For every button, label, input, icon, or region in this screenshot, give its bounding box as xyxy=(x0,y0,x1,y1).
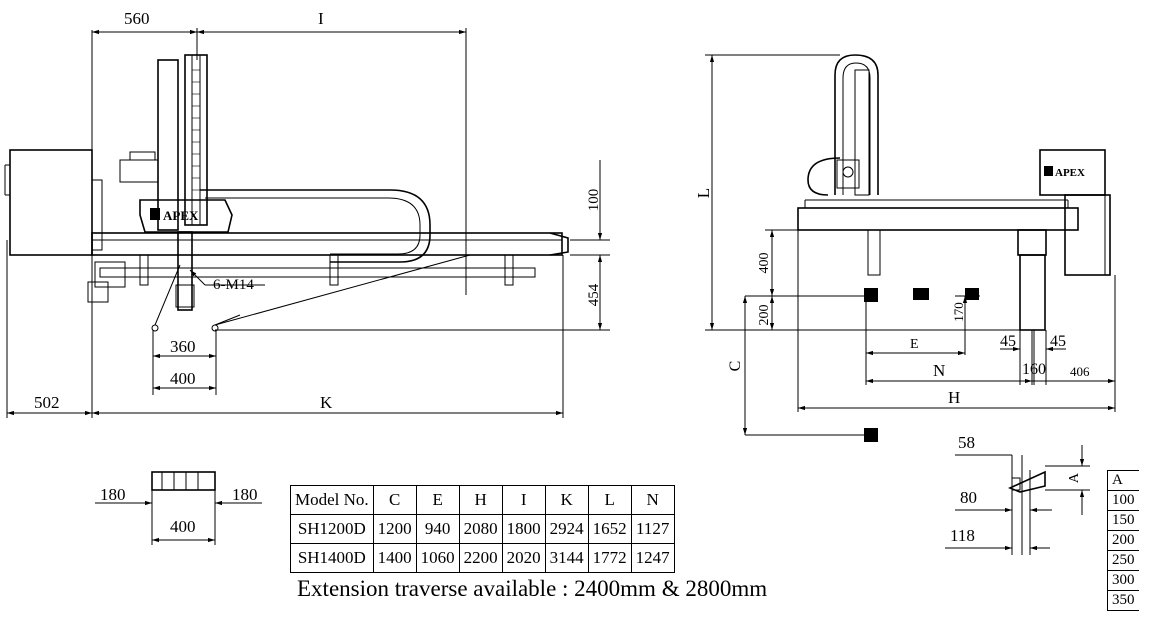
base-dim-180b-label: 180 xyxy=(232,485,258,504)
side-dim-200-label: 200 xyxy=(757,305,772,326)
side-arm xyxy=(1019,254,1046,331)
table-cell: 1060 xyxy=(415,543,460,573)
side-dim-45a-label: 45 xyxy=(1000,333,1016,350)
detail-part xyxy=(1007,470,1046,493)
base-plate xyxy=(151,471,216,491)
bolt-callout: 6-M14 xyxy=(213,277,254,293)
dim-502-label: 502 xyxy=(34,393,60,412)
detail-dim-a-label: A xyxy=(1067,472,1082,483)
header-i: I xyxy=(501,485,546,515)
header-k: K xyxy=(544,485,589,515)
table-cell: 1652 xyxy=(587,514,632,544)
side-dim-n-label: N xyxy=(933,361,945,380)
table-cell: 2020 xyxy=(501,543,546,573)
dim-454-label: 454 xyxy=(586,283,602,306)
side-dim-e-label: E xyxy=(910,337,919,352)
header-model: Model No. xyxy=(290,485,374,515)
a-values-table: A 100 150 200 250 300 350 xyxy=(1107,470,1139,611)
dim-i-label: I xyxy=(318,9,324,28)
gripper-right-icon xyxy=(965,288,979,300)
table-cell: 1247 xyxy=(630,543,675,573)
table-cell: 2924 xyxy=(544,514,589,544)
side-dim-l-label: L xyxy=(694,188,713,198)
brand-label-front: APEX xyxy=(163,208,199,223)
table-cell: 1772 xyxy=(587,543,632,573)
side-view: APEX 400 200 170 C xyxy=(705,54,1116,442)
apex-logo-icon xyxy=(150,208,160,220)
table-cell: 1127 xyxy=(630,514,675,544)
carriage xyxy=(139,199,233,233)
table-cell: 1400 xyxy=(372,543,417,573)
brand-label-side: APEX xyxy=(1055,167,1085,179)
gripper-low-icon xyxy=(864,428,878,442)
dim-560-label: 560 xyxy=(124,9,150,28)
side-column xyxy=(834,54,879,195)
spec-table: Model No. C E H I K L N SH1200D 1200 940… xyxy=(290,485,675,573)
dim-360-label: 360 xyxy=(170,337,196,356)
a-value: 250 xyxy=(1107,550,1139,571)
a-value: 350 xyxy=(1107,590,1139,611)
side-beam xyxy=(797,207,1079,231)
gripper-mid-icon xyxy=(913,288,929,300)
front-view: APEX 100 454 6- xyxy=(4,28,610,418)
header-e: E xyxy=(415,485,460,515)
a-value: 100 xyxy=(1107,490,1139,511)
cable-carrier xyxy=(200,189,431,263)
table-cell: 2080 xyxy=(458,514,503,544)
detail-dim-58-label: 58 xyxy=(958,433,975,452)
gripper-main-icon xyxy=(864,288,878,302)
table-cell: 1800 xyxy=(501,514,546,544)
base-dim-400-label: 400 xyxy=(170,517,196,536)
side-dim-h-label: H xyxy=(948,388,960,407)
a-value: 150 xyxy=(1107,510,1139,531)
side-dim-406-label: 406 xyxy=(1070,364,1090,379)
apex-logo-side-icon xyxy=(1044,166,1053,176)
table-cell: SH1400D xyxy=(290,543,374,573)
detail-dim-80-label: 80 xyxy=(960,488,977,507)
spec-header-row: Model No. C E H I K L N xyxy=(290,485,675,515)
dim-k-label: K xyxy=(320,393,333,412)
main-beam xyxy=(91,232,563,256)
header-h: H xyxy=(458,485,503,515)
dim-400-label: 400 xyxy=(170,369,196,388)
table-cell: SH1200D xyxy=(290,514,374,544)
side-dim-170-label: 170 xyxy=(951,302,966,322)
side-dim-c-label: C xyxy=(727,361,744,372)
a-value: 200 xyxy=(1107,530,1139,551)
a-value: 300 xyxy=(1107,570,1139,591)
table-row: SH1200D 1200 940 2080 1800 2924 1652 112… xyxy=(290,514,675,544)
header-l: L xyxy=(587,485,632,515)
header-c: C xyxy=(372,485,417,515)
detail-view xyxy=(945,445,1090,555)
table-cell: 940 xyxy=(415,514,460,544)
motor-box xyxy=(9,149,93,256)
side-dim-160-label: 160 xyxy=(1022,361,1046,378)
table-cell: 3144 xyxy=(544,543,589,573)
detail-dim-118-label: 118 xyxy=(950,526,975,545)
a-header: A xyxy=(1107,470,1139,491)
base-dim-180a-label: 180 xyxy=(100,485,126,504)
side-dim-400-label: 400 xyxy=(757,253,772,274)
extension-note: Extension traverse available : 2400mm & … xyxy=(297,576,768,601)
table-cell: 2200 xyxy=(458,543,503,573)
side-dim-45b-label: 45 xyxy=(1050,333,1066,350)
table-cell: 1200 xyxy=(372,514,417,544)
vertical-column xyxy=(157,59,179,231)
header-n: N xyxy=(630,485,675,515)
dim-100-label: 100 xyxy=(586,189,602,212)
base-view xyxy=(95,471,262,545)
table-row: SH1400D 1400 1060 2200 2020 3144 1772 12… xyxy=(290,543,675,573)
